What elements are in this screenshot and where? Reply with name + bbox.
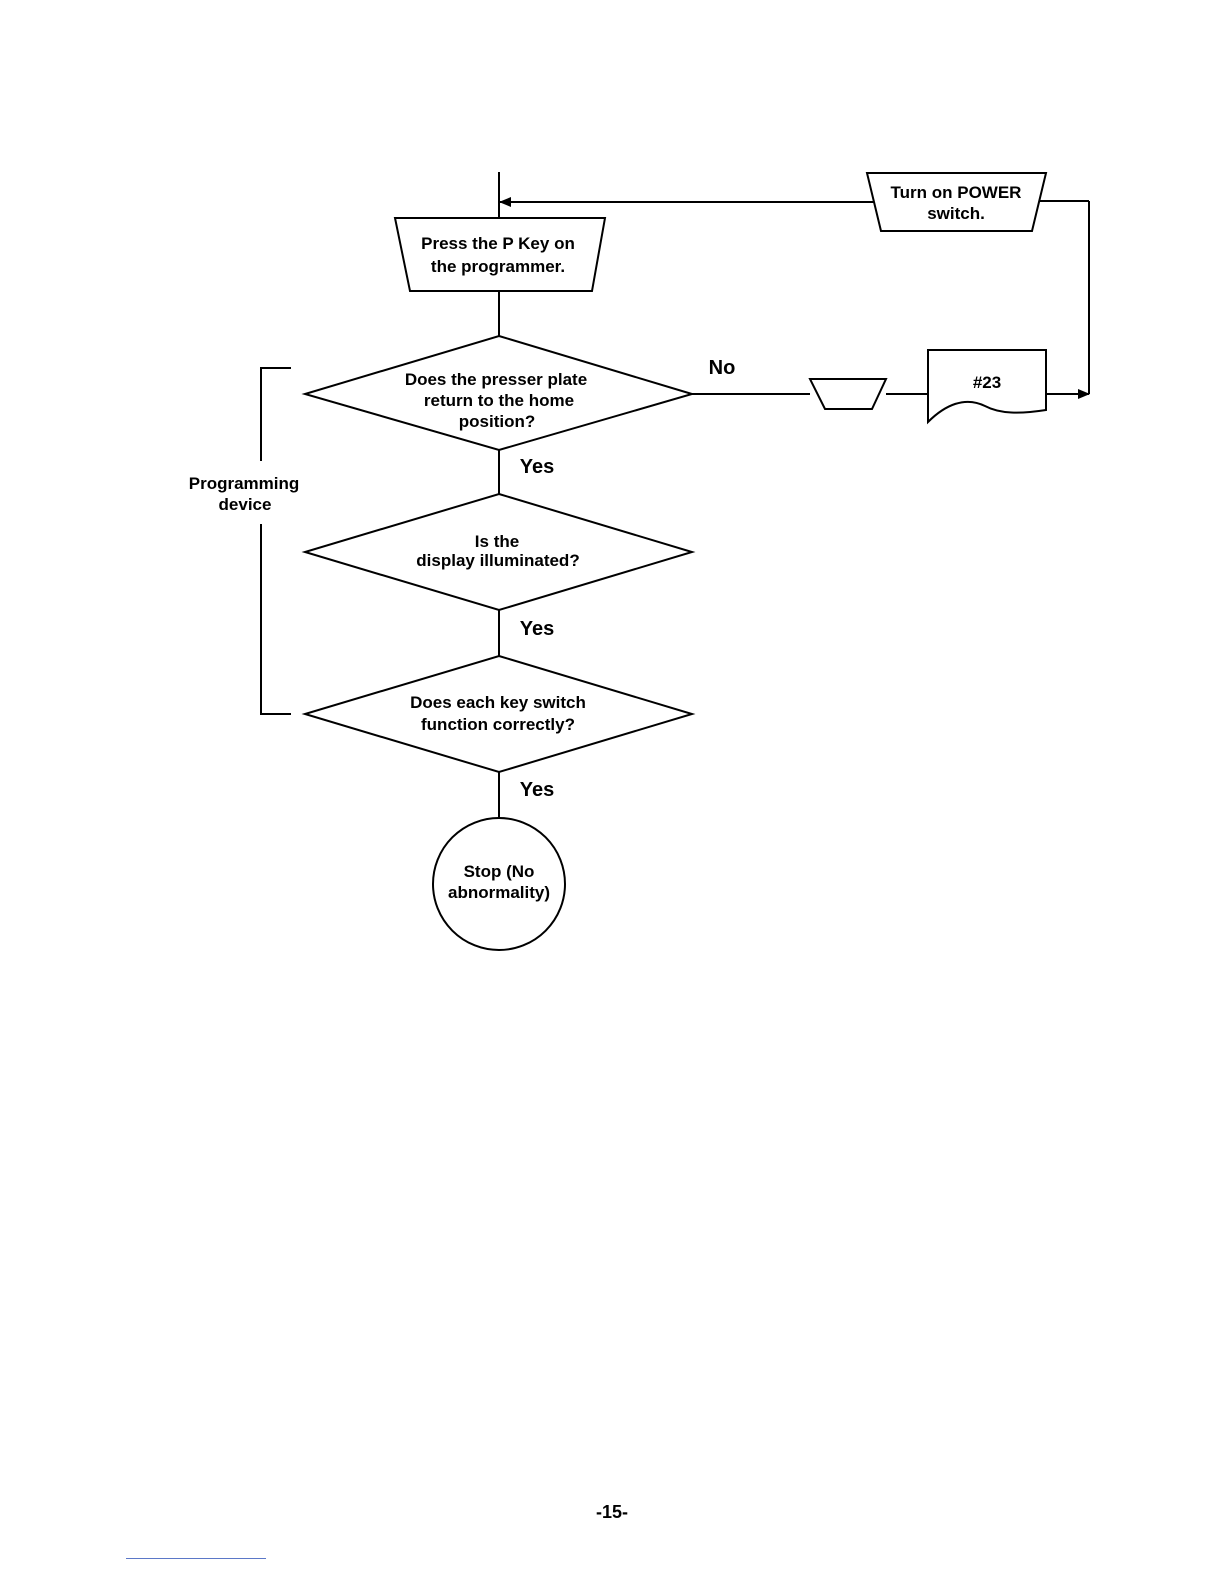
group-label-line1: Programming (189, 474, 300, 493)
yes-label-3: Yes (520, 779, 554, 801)
power-box-line1: Turn on POWER (891, 183, 1022, 202)
decision3-line1: Does each key switch (410, 693, 586, 712)
stop-line1: Stop (No (464, 862, 535, 881)
p-key-box (395, 218, 605, 291)
decision3-line2: function correctly? (421, 715, 575, 734)
power-box-line2: switch. (927, 204, 985, 223)
programming-device-bracket-bottom (261, 524, 291, 714)
p-key-box-line1: Press the P Key on (421, 234, 575, 253)
decision-key-switch (305, 656, 692, 772)
yes-label-2: Yes (520, 618, 554, 640)
yes-label-1: Yes (520, 456, 554, 478)
decision1-line1: Does the presser plate (405, 370, 587, 389)
off-page-connector (810, 379, 886, 409)
p-key-box-line2: the programmer. (431, 257, 565, 276)
decision2-line2: display illuminated? (416, 551, 579, 570)
stop-line2: abnormality) (448, 883, 550, 902)
group-label-line2: device (219, 495, 272, 514)
decision2-line1: Is the (475, 532, 519, 551)
decision1-line2: return to the home (424, 391, 574, 410)
reference-document-label: #23 (973, 373, 1001, 392)
no-label: No (709, 357, 736, 379)
decision1-line3: position? (459, 412, 535, 431)
page-number: -15- (0, 1502, 1224, 1523)
footer-rule (126, 1558, 266, 1559)
programming-device-bracket-top (261, 368, 291, 461)
